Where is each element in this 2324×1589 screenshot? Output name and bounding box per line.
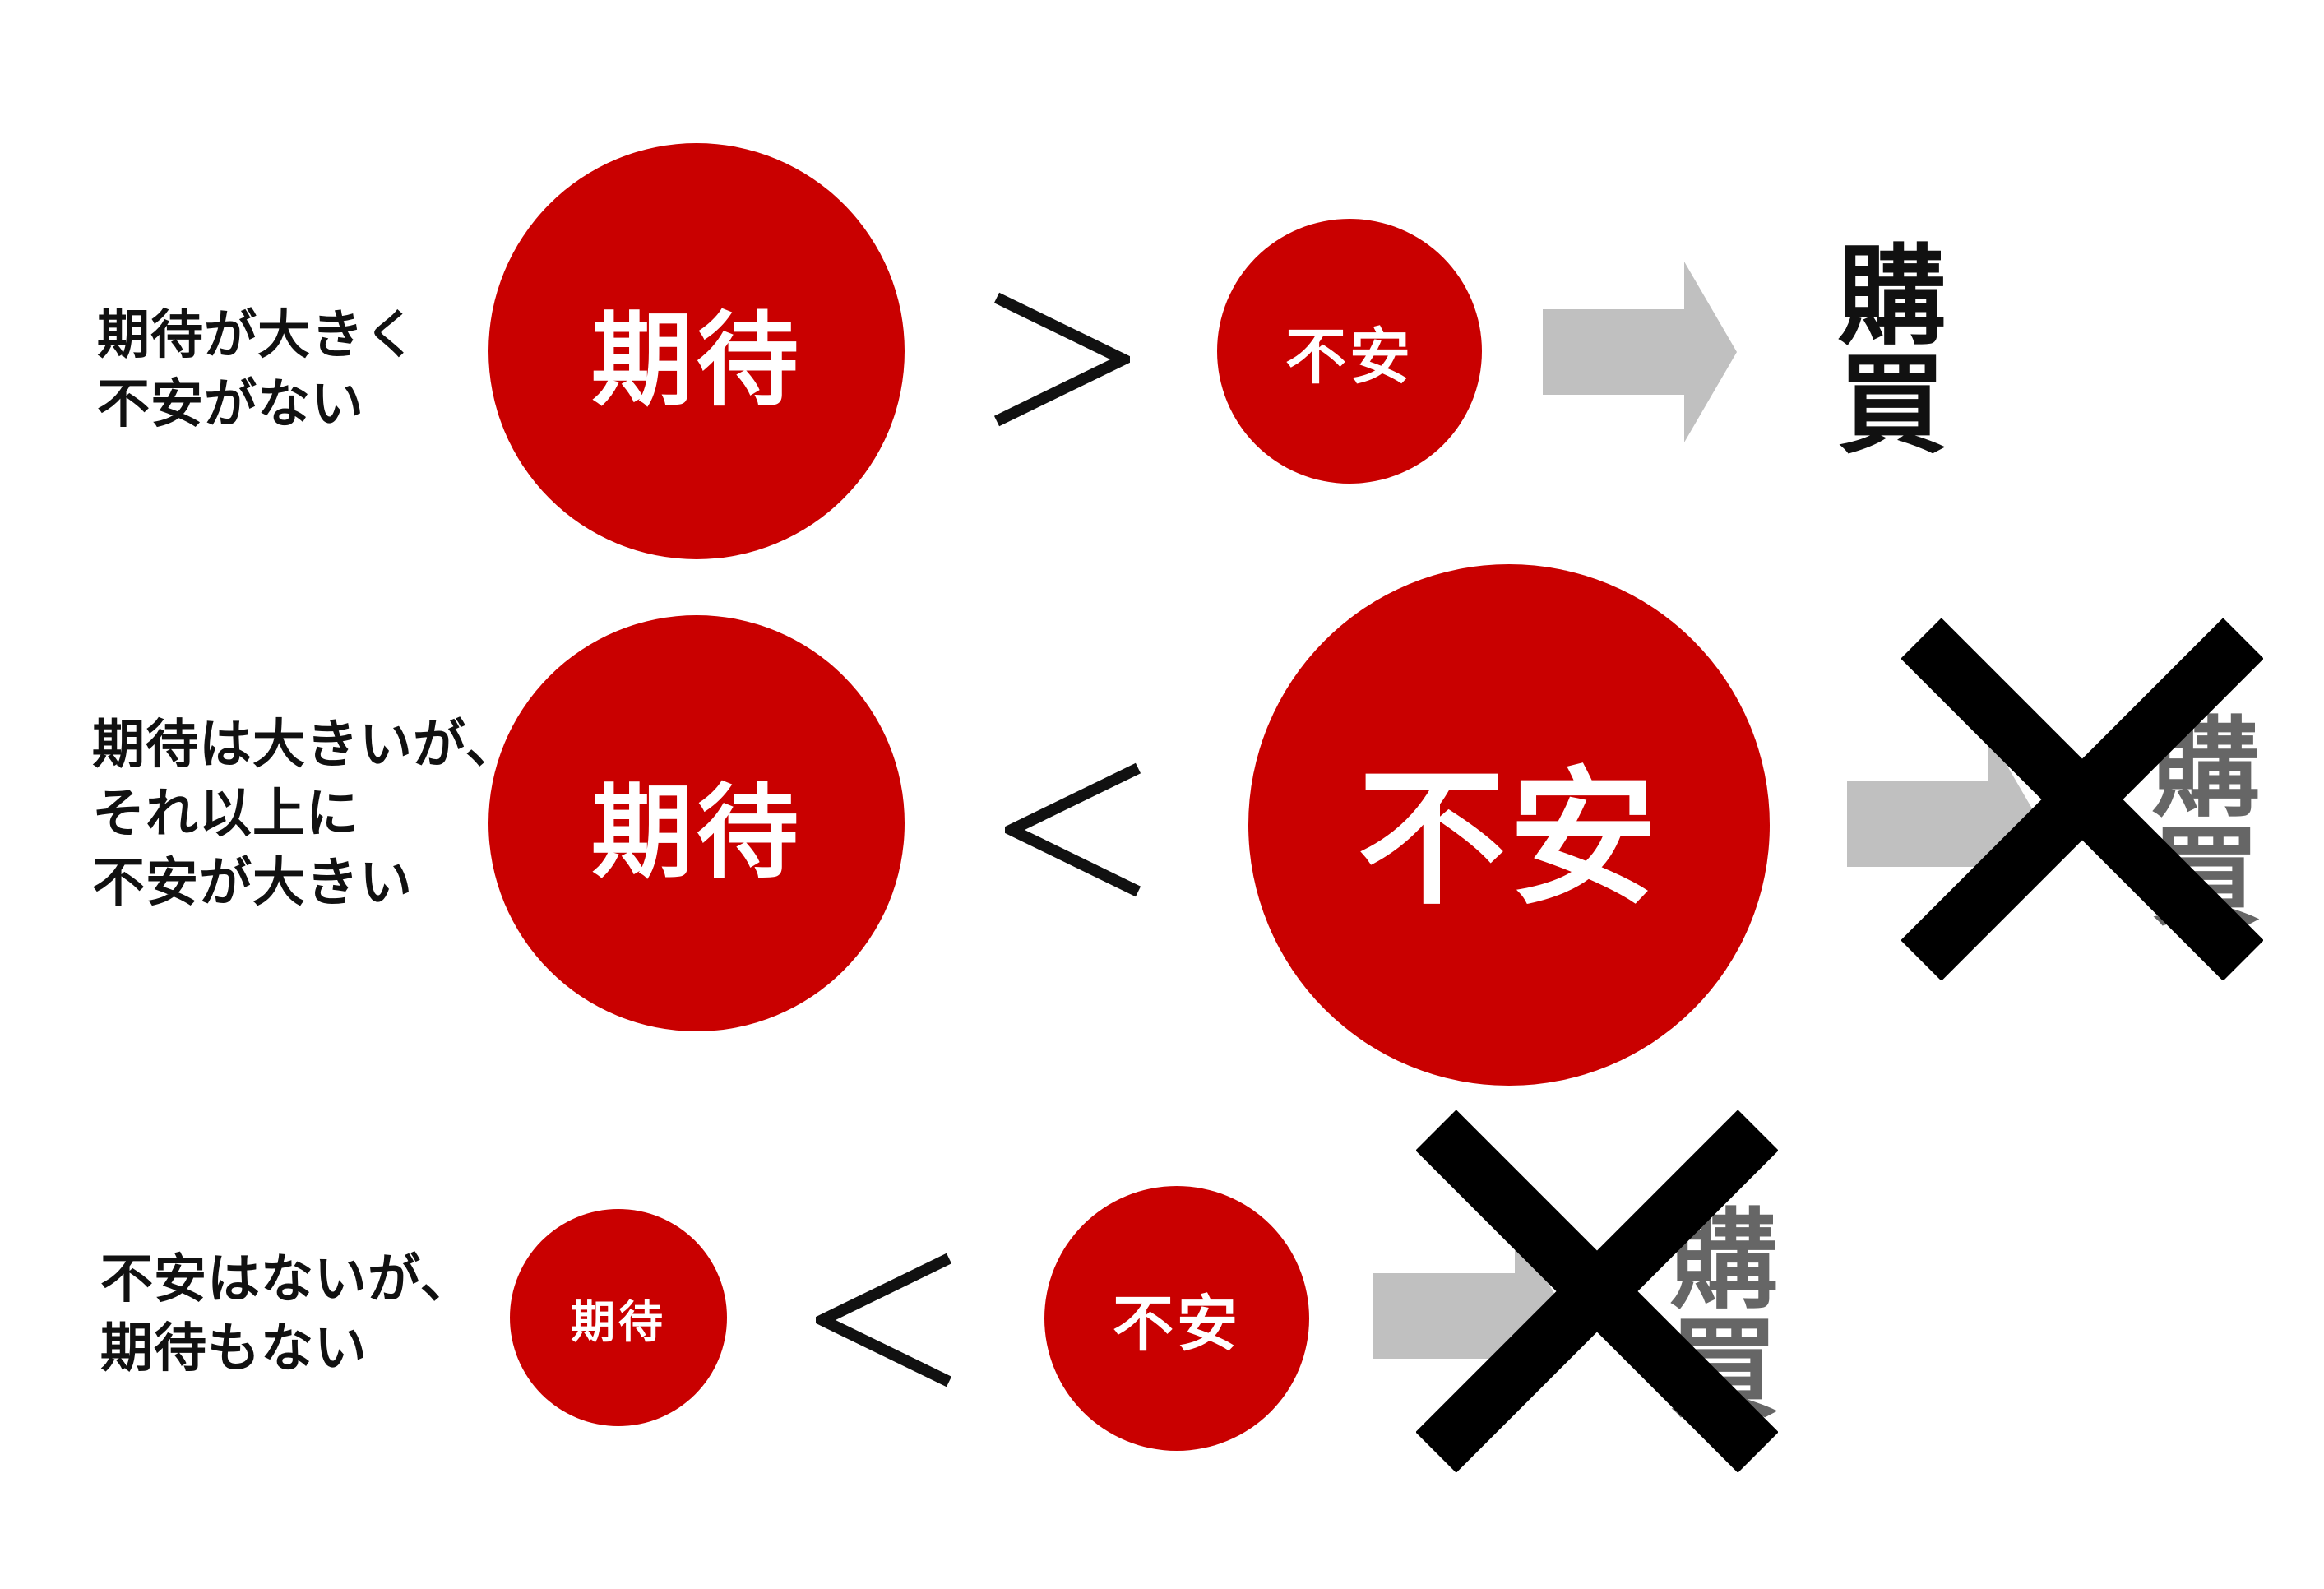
row-1-expectation-text: 期待 [590,302,802,420]
row-2-label: 期待は大きいが、 それ以上に 不安が大きい [92,715,519,914]
row-3-label: 不安はないが、 期待もない [100,1249,474,1379]
row-1-label: 期待が大きく 不安がない [97,305,418,435]
row-1-purchase-result: 購買 [1819,239,1946,456]
row-2-anxiety-text: 不安 [1357,753,1660,925]
row-3-expectation-circle: 期待 [510,1209,727,1426]
row-1-expectation-circle: 期待 [488,143,905,559]
row-3-expectation-text: 期待 [571,1295,666,1348]
row-2-expectation-text: 期待 [590,774,802,892]
row-2-less-than-symbol [1005,762,1141,897]
row-3-less-than-symbol [816,1253,952,1387]
row-2-cross-icon [1901,618,2263,980]
row-3-anxiety-circle: 不安 [1044,1186,1309,1451]
row-1-greater-than-symbol [993,292,1130,427]
row-2-anxiety-circle: 不安 [1248,564,1770,1086]
row-1-right-arrow-icon [1543,262,1737,442]
row-1-anxiety-circle: 不安 [1217,219,1482,484]
row-3-cross-icon [1416,1110,1778,1472]
row-2-expectation-circle: 期待 [488,615,905,1031]
row-1-anxiety-text: 不安 [1285,321,1414,392]
row-3-anxiety-text: 不安 [1113,1288,1241,1360]
